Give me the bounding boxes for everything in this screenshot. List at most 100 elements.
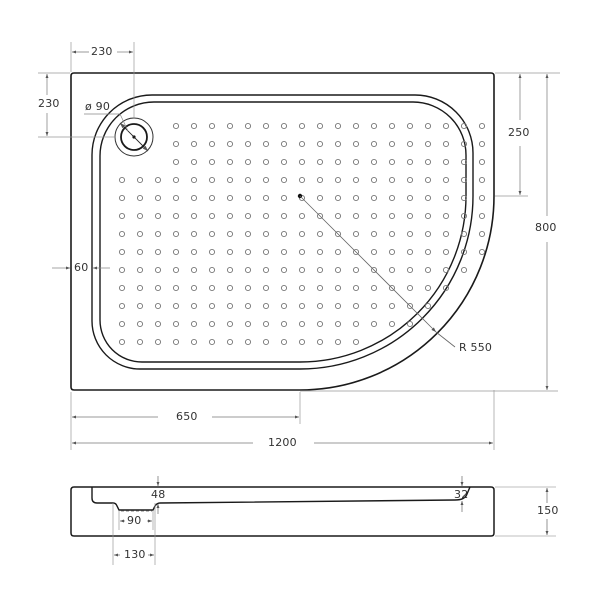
antislip-dot	[190, 284, 198, 292]
top-view	[38, 42, 560, 450]
antislip-dot	[406, 320, 414, 328]
antislip-dot	[370, 122, 378, 130]
antislip-dot	[118, 266, 126, 274]
antislip-dot	[280, 212, 288, 220]
antislip-dot	[316, 230, 324, 238]
antislip-dot	[280, 194, 288, 202]
dim-label-rim-height: 32	[454, 488, 469, 501]
antislip-dot	[316, 194, 324, 202]
antislip-dot	[154, 338, 162, 346]
antislip-dot	[136, 266, 144, 274]
dim-label-right-straight-edge: 250	[508, 126, 530, 139]
antislip-dot	[298, 212, 306, 220]
antislip-dot	[154, 212, 162, 220]
antislip-dot	[172, 338, 180, 346]
antislip-dot	[406, 212, 414, 220]
dim-label-curve-radius: R 550	[459, 341, 493, 354]
antislip-dot	[208, 284, 216, 292]
antislip-dot	[136, 284, 144, 292]
antislip-dot	[442, 284, 450, 292]
antislip-dot	[262, 320, 270, 328]
dim-label-drain-outer-width: 130	[124, 548, 146, 561]
antislip-dot	[280, 230, 288, 238]
antislip-dot	[262, 194, 270, 202]
antislip-dot	[280, 140, 288, 148]
antislip-dot	[460, 140, 468, 148]
antislip-dot	[298, 122, 306, 130]
antislip-dot	[154, 320, 162, 328]
antislip-dot	[244, 284, 252, 292]
antislip-dot	[226, 122, 234, 130]
antislip-dot	[280, 158, 288, 166]
antislip-dot	[190, 302, 198, 310]
antislip-dot	[244, 158, 252, 166]
antislip-dot	[370, 248, 378, 256]
tray-outer-contour	[70, 72, 495, 391]
antislip-dot	[316, 248, 324, 256]
drain-diameter-leader-tail	[119, 113, 129, 132]
antislip-dot	[352, 158, 360, 166]
antislip-dot	[298, 158, 306, 166]
antislip-dot	[424, 212, 432, 220]
antislip-dot	[334, 122, 342, 130]
radius-leader-tail	[435, 331, 456, 348]
antislip-dot	[298, 320, 306, 328]
antislip-dot	[442, 140, 450, 148]
antislip-dot	[190, 266, 198, 274]
antislip-dot	[388, 320, 396, 328]
antislip-dot	[172, 320, 180, 328]
antislip-dot	[244, 320, 252, 328]
antislip-dot	[298, 284, 306, 292]
antislip-dot	[280, 248, 288, 256]
antislip-dot	[190, 176, 198, 184]
antislip-dot	[226, 248, 234, 256]
antislip-dot	[118, 176, 126, 184]
antislip-dot	[460, 266, 468, 274]
antislip-dot	[226, 266, 234, 274]
antislip-dots	[118, 122, 486, 346]
antislip-dot	[406, 230, 414, 238]
antislip-dot	[280, 320, 288, 328]
antislip-dot	[370, 212, 378, 220]
antislip-dot	[370, 158, 378, 166]
antislip-dot	[208, 248, 216, 256]
antislip-dot	[172, 194, 180, 202]
antislip-dot	[136, 302, 144, 310]
antislip-dot	[442, 266, 450, 274]
antislip-dot	[406, 140, 414, 148]
antislip-dot	[154, 248, 162, 256]
antislip-dot	[154, 230, 162, 238]
antislip-dot	[136, 176, 144, 184]
antislip-dot	[118, 320, 126, 328]
antislip-dot	[136, 230, 144, 238]
drain-diameter-line	[119, 122, 149, 152]
antislip-dot	[118, 230, 126, 238]
antislip-dot	[334, 194, 342, 202]
antislip-dot	[118, 302, 126, 310]
antislip-dot	[316, 284, 324, 292]
antislip-dot	[226, 284, 234, 292]
antislip-dot	[262, 248, 270, 256]
antislip-dot	[262, 338, 270, 346]
antislip-dot	[208, 158, 216, 166]
antislip-dot	[406, 266, 414, 274]
antislip-dot	[442, 194, 450, 202]
dim-label-total-height: 150	[537, 504, 559, 517]
antislip-dot	[352, 194, 360, 202]
antislip-dot	[316, 212, 324, 220]
dim-label-drain-offset-x: 230	[91, 45, 113, 58]
antislip-dot	[262, 176, 270, 184]
antislip-dot	[352, 320, 360, 328]
antislip-dot	[190, 230, 198, 238]
antislip-dot	[190, 248, 198, 256]
antislip-dot	[298, 302, 306, 310]
antislip-dot	[370, 284, 378, 292]
antislip-dot	[388, 248, 396, 256]
antislip-dot	[388, 212, 396, 220]
antislip-dot	[136, 194, 144, 202]
antislip-dot	[280, 284, 288, 292]
antislip-dot	[424, 194, 432, 202]
antislip-dot	[298, 140, 306, 148]
antislip-dot	[136, 338, 144, 346]
antislip-dot	[208, 194, 216, 202]
